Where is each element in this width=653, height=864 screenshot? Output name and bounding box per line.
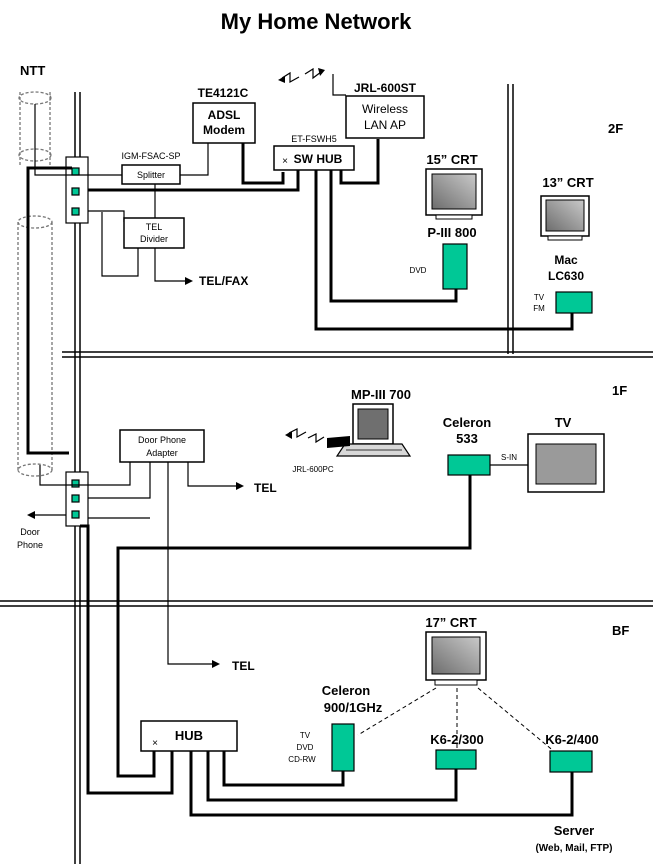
modem-label-line2: Modem xyxy=(203,123,245,137)
floor-label-bf: BF xyxy=(612,623,629,638)
bf-hub: × HUB xyxy=(140,720,238,752)
laptop-card-label: JRL-600PC xyxy=(292,465,334,474)
tel-divider-line2: Divider xyxy=(140,234,168,244)
bf-hub-port-icon: × xyxy=(152,738,158,749)
wiring-2f xyxy=(26,74,574,455)
celeron900-drive-tv: TV xyxy=(300,731,311,740)
floor-label-1f: 1F xyxy=(612,383,627,398)
crt-15-label: 15” CRT xyxy=(426,152,477,167)
k6-300-computer xyxy=(435,749,477,770)
celeron533-computer xyxy=(447,454,491,476)
modem-label-line1: ADSL xyxy=(208,108,241,122)
sw-hub-label: SW HUB xyxy=(294,152,343,166)
phone-wiring-pipe xyxy=(17,91,53,477)
tel-divider: TEL Divider xyxy=(123,217,185,249)
door-phone-adapter: Door Phone Adapter xyxy=(119,429,205,463)
piii-drive-label: DVD xyxy=(410,266,427,275)
celeron900-drive-dvd: DVD xyxy=(297,743,314,752)
celeron533-label-line2: 533 xyxy=(456,431,478,446)
crt-13-label: 13” CRT xyxy=(542,175,593,190)
celeron900-label-line1: Celeron xyxy=(322,683,370,698)
floor-separator-2f-1f xyxy=(62,351,653,358)
mac-tv-label: TV xyxy=(534,293,545,302)
s-in-label: S-IN xyxy=(501,453,517,462)
splitter-label: Splitter xyxy=(137,170,165,180)
piii-label: P-III 800 xyxy=(427,225,476,240)
tel-fax-label: TEL/FAX xyxy=(199,274,248,288)
modem-model: TE4121C xyxy=(198,86,249,100)
mac-computer xyxy=(555,291,593,314)
mac-label-line1: Mac xyxy=(554,253,578,267)
junction-box-2f xyxy=(65,156,89,224)
floor-separator-1f-bf xyxy=(0,600,653,607)
adsl-modem: TE4121C ADSL Modem xyxy=(192,86,256,144)
k6-300-label: K6-2/300 xyxy=(430,732,483,747)
ap-model: JRL-600ST xyxy=(354,81,417,95)
ap-label-line1: Wireless xyxy=(362,102,408,116)
wireless-signal-icon xyxy=(278,67,325,84)
door-phone-line2: Phone xyxy=(17,540,43,550)
floor-label-2f: 2F xyxy=(608,121,623,136)
server-label-line1: Server xyxy=(554,823,594,838)
tel-1f-label: TEL xyxy=(254,481,277,495)
crt-17-monitor-icon xyxy=(425,631,487,686)
wireless-card-icon xyxy=(285,428,350,448)
celeron533-label-line1: Celeron xyxy=(443,415,491,430)
splitter: IGM-FSAC-SP Splitter xyxy=(121,151,181,185)
laptop-label: MP-III 700 xyxy=(351,387,411,402)
tel-divider-line1: TEL xyxy=(146,222,163,232)
wireless-ap: JRL-600ST Wireless LAN AP xyxy=(345,81,425,139)
celeron900-label-line2: 900/1GHz xyxy=(324,700,383,715)
door-phone-line1: Door xyxy=(20,527,40,537)
crt-13-monitor-icon xyxy=(540,195,590,241)
sw-hub: ET-FSWH5 × SW HUB xyxy=(273,134,355,171)
k6-400-computer xyxy=(549,750,593,773)
door-adapter-line2: Adapter xyxy=(146,448,178,458)
celeron900-computer xyxy=(331,723,355,772)
server-label-line2: (Web, Mail, FTP) xyxy=(535,843,612,854)
mac-fm-label: FM xyxy=(533,304,545,313)
wiring-1f xyxy=(27,462,528,778)
k6-400-label: K6-2/400 xyxy=(545,732,598,747)
ap-label-line2: LAN AP xyxy=(364,118,406,132)
tv-icon xyxy=(527,433,605,493)
piii-computer xyxy=(442,243,468,290)
tel-bf-label: TEL xyxy=(232,659,255,673)
wall-divider-2f xyxy=(507,84,514,354)
crt-15-monitor-icon xyxy=(425,168,483,220)
wiring-bf xyxy=(80,462,574,817)
laptop-icon xyxy=(335,403,412,457)
page-title: My Home Network xyxy=(221,9,412,34)
sw-hub-port-icon: × xyxy=(282,156,288,167)
crt-17-label: 17” CRT xyxy=(425,615,476,630)
celeron900-drive-cdrw: CD-RW xyxy=(288,755,316,764)
tv-label: TV xyxy=(555,415,572,430)
sw-hub-model: ET-FSWH5 xyxy=(291,134,337,144)
junction-box-1f xyxy=(65,471,89,527)
mac-label-line2: LC630 xyxy=(548,269,584,283)
door-adapter-line1: Door Phone xyxy=(138,435,186,445)
isp-label: NTT xyxy=(20,63,45,78)
splitter-model: IGM-FSAC-SP xyxy=(121,151,180,161)
bf-hub-label: HUB xyxy=(175,728,203,743)
